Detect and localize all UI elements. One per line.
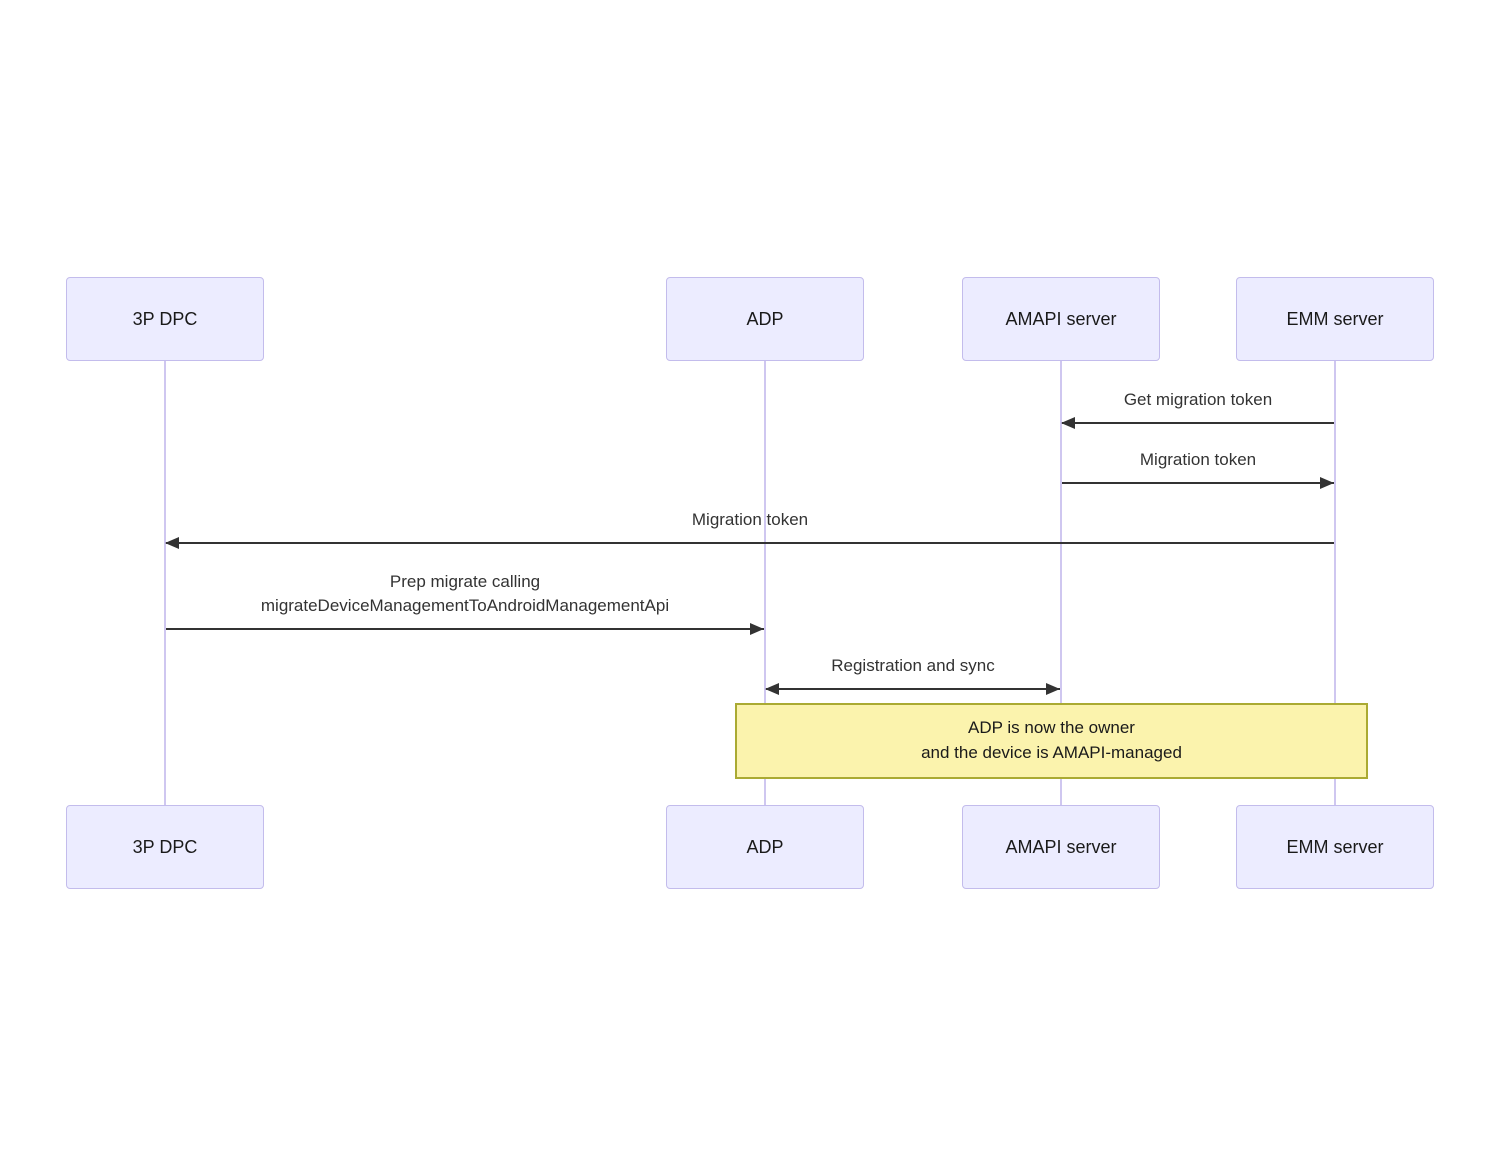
actor-amapi-server-bottom: AMAPI server — [962, 805, 1160, 889]
actor-label: AMAPI server — [1005, 308, 1117, 329]
actor-adp-bottom: ADP — [666, 805, 864, 889]
arrowhead-left-icon — [765, 683, 779, 695]
actor-emm-server-bottom: EMM server — [1236, 805, 1434, 889]
actor-label: ADP — [746, 836, 784, 857]
actor-label: EMM server — [1286, 308, 1384, 329]
message-arrow-line — [166, 628, 764, 630]
message-arrow-line — [1062, 482, 1334, 484]
message-arrow-line — [766, 688, 1060, 690]
arrowhead-left-icon — [1061, 417, 1075, 429]
message-label: Migration token — [1139, 450, 1257, 469]
actor-3p-dpc-bottom: 3P DPC — [66, 805, 264, 889]
actor-3p-dpc-top: 3P DPC — [66, 277, 264, 361]
actor-label: EMM server — [1286, 836, 1384, 857]
message-label: Migration token — [691, 510, 809, 529]
actor-label: 3P DPC — [132, 836, 198, 857]
arrowhead-right-icon — [1046, 683, 1060, 695]
lifeline-adp — [764, 361, 766, 805]
message-label: Get migration token — [1123, 390, 1273, 409]
actor-label: 3P DPC — [132, 308, 198, 329]
message-label: Registration and sync — [831, 656, 995, 675]
lifeline-3p-dpc — [164, 361, 166, 805]
actor-emm-server-top: EMM server — [1236, 277, 1434, 361]
actor-adp-top: ADP — [666, 277, 864, 361]
lifeline-amapi-server — [1060, 361, 1062, 805]
message-label: Prep migrate calling migrateDeviceManage… — [260, 572, 670, 615]
actor-label: ADP — [746, 308, 784, 329]
message-arrow-line — [1062, 422, 1334, 424]
arrowhead-right-icon — [1320, 477, 1334, 489]
lifeline-emm-server — [1334, 361, 1336, 805]
note-adp-owner: ADP is now the owner and the device is A… — [735, 703, 1368, 779]
actor-label: AMAPI server — [1005, 836, 1117, 857]
actor-amapi-server-top: AMAPI server — [962, 277, 1160, 361]
note-label: ADP is now the owner and the device is A… — [921, 718, 1182, 762]
arrowhead-right-icon — [750, 623, 764, 635]
arrowhead-left-icon — [165, 537, 179, 549]
message-arrow-line — [166, 542, 1334, 544]
